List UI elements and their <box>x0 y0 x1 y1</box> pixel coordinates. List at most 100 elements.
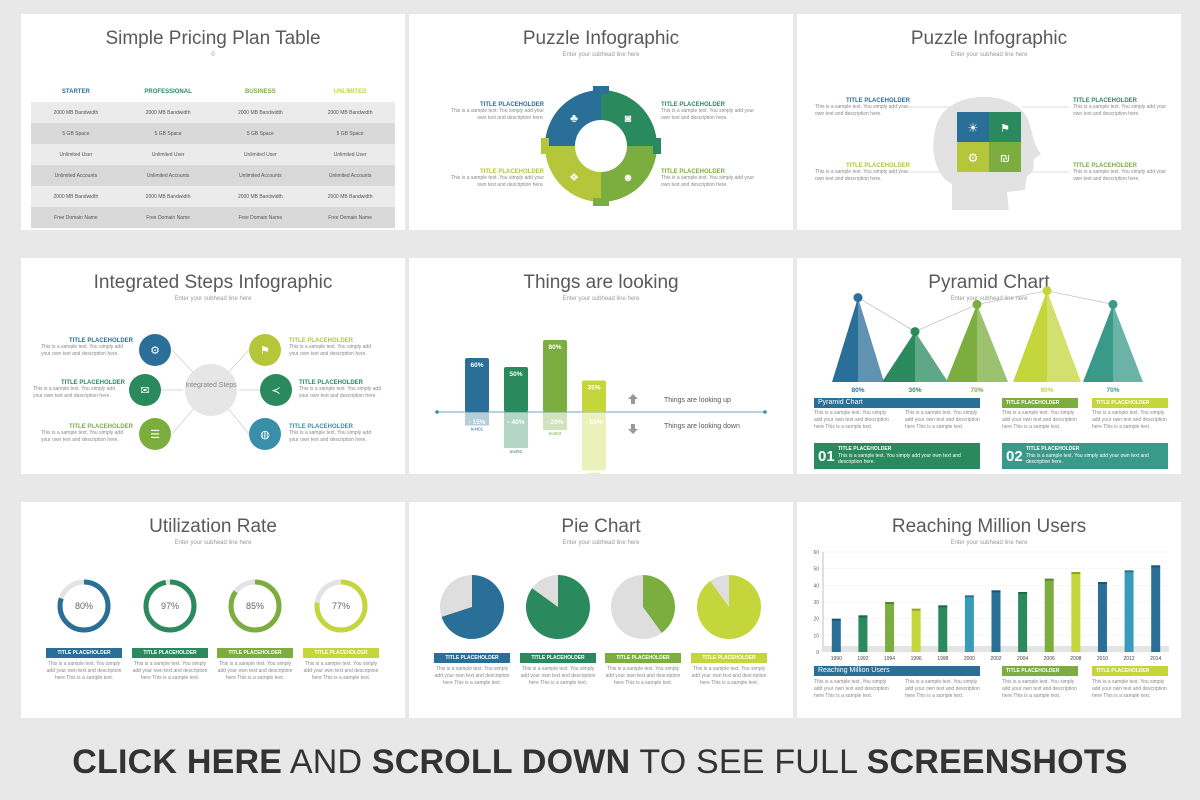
bar-cap <box>1018 592 1028 594</box>
slide-puzzle-gear[interactable]: Puzzle Infographic Enter your subhead li… <box>409 14 793 230</box>
bar-negative <box>582 412 606 471</box>
bar-negative-label: - 15% <box>469 419 486 426</box>
bar-cap <box>1097 582 1107 584</box>
banner-scroll-down: SCROLL DOWN <box>371 743 631 781</box>
reach-head-bar: Reaching Million Users <box>814 666 980 676</box>
bar-negative <box>504 412 528 448</box>
pyramid-tip-dot <box>853 293 863 303</box>
placeholder-title: TITLE PLACEHOLDER <box>661 102 725 108</box>
table-cell: Unlimited User <box>120 144 216 165</box>
column-header: PROFESSIONAL <box>144 89 192 95</box>
camera-icon: ◙ <box>625 113 632 125</box>
placeholder-title-bar: TITLE PLACEHOLDER <box>132 648 208 658</box>
placeholder-title: TITLE PLACEHOLDER <box>661 169 725 175</box>
banner-screenshots: SCREENSHOTS <box>866 743 1128 781</box>
bar-cap <box>964 595 974 598</box>
lightbulb-icon: ☀ <box>968 121 979 135</box>
box-title: TITLE PLACEHOLDER <box>1026 446 1080 452</box>
ring-value-label: 97% <box>161 601 179 611</box>
y-tick-label: 0 <box>816 650 819 656</box>
slide-subhead: Enter your subhead line here <box>950 296 1028 302</box>
category-label: text04 <box>588 472 601 475</box>
bar <box>1151 565 1161 652</box>
slide-subhead: Enter your subhead line here <box>174 540 252 546</box>
pyramid-value-label: 30% <box>908 387 921 394</box>
stack-icon: ☰ <box>150 429 160 441</box>
placeholder-desc: This is a sample text. You simply add yo… <box>41 344 123 357</box>
baseline-dot <box>763 410 767 414</box>
head-text-top-left: TITLE PLACEHOLDER This is a sample text.… <box>815 98 910 118</box>
share-icon: ≺ <box>271 385 280 397</box>
pyramid-head-bar: Pyramid Chart <box>814 398 980 408</box>
slide-utilization-rate[interactable]: Utilization Rate Enter your subhead line… <box>21 502 405 718</box>
steps-text-3: TITLE PLACEHOLDER This is a sample text.… <box>41 424 133 444</box>
bar-positive <box>504 367 528 412</box>
bar <box>911 608 921 652</box>
slide-integrated-steps[interactable]: Integrated Steps Infographic Enter your … <box>21 258 405 474</box>
bottom-banner-link[interactable]: CLICK HERE AND SCROLL DOWN TO SEE FULL S… <box>0 732 1200 792</box>
x-tick-label: 1998 <box>937 656 948 662</box>
pyramid-face-left <box>832 297 858 382</box>
slide-puzzle-head[interactable]: Puzzle Infographic Enter your subhead li… <box>797 14 1181 230</box>
pyramid-face-right <box>1113 304 1143 382</box>
table-cell: Free Domain Name <box>120 207 216 228</box>
placeholder-title-bar: TITLE PLACEHOLDER <box>46 648 122 658</box>
placeholder-desc: This is a sample text. You simply add yo… <box>303 661 379 681</box>
pyramid-desc-3: This is a sample text. You simply add yo… <box>1002 410 1077 430</box>
slide-title: Reaching Million Users <box>891 516 1087 537</box>
table-cell: 2000 MB Bandwidth <box>305 186 395 207</box>
x-tick-label: 2014 <box>1150 656 1161 662</box>
steps-center-label: Integrated Steps <box>185 382 237 389</box>
bar-cap <box>885 602 895 604</box>
dropbox-icon: ❖ <box>569 172 579 184</box>
y-tick-label: 60 <box>813 550 819 556</box>
pyramid-face-left <box>1083 304 1113 382</box>
pyramid-face-left <box>946 304 977 382</box>
pyramid-face-right <box>915 331 948 382</box>
placeholder-title: TITLE PLACEHOLDER <box>289 424 353 430</box>
slide-things-are-looking[interactable]: Things are looking Enter your subhead li… <box>409 258 793 474</box>
reach-desc-2: This is a sample text. You simply add yo… <box>905 679 980 699</box>
placeholder-title: TITLE PLACEHOLDER <box>1073 98 1137 104</box>
table-cell: Free Domain Name <box>31 207 121 228</box>
slide-pyramid-chart[interactable]: Pyramid Chart Enter your subhead line he… <box>797 258 1181 474</box>
placeholder-title-bar: TITLE PLACEHOLDER <box>217 648 293 658</box>
bar-value-label: 35% <box>587 385 600 392</box>
box-desc: This is a sample text. You simply add yo… <box>838 453 961 465</box>
placeholder-desc: This is a sample text. You simply add yo… <box>605 666 681 686</box>
looking-up-label: Things are looking up <box>664 397 731 404</box>
pyramid-box-01: 01 TITLE PLACEHOLDER This is a sample te… <box>814 443 980 469</box>
banner-and: AND <box>282 743 372 781</box>
puzzle-text-top-right: TITLE PLACEHOLDER This is a sample text.… <box>661 102 756 122</box>
ring-progress <box>143 579 197 633</box>
slide-title: Pie Chart <box>561 516 641 537</box>
x-tick-label: 2000 <box>964 656 975 662</box>
placeholder-title: TITLE PLACEHOLDER <box>61 380 125 386</box>
slide-title: Simple Pricing Plan Table <box>105 28 321 49</box>
x-tick-label: 1992 <box>857 656 868 662</box>
table-cell: 2000 MB Bandwidth <box>215 102 306 123</box>
bar-negative-label: - 65% <box>586 419 603 426</box>
looking-down-label: Things are looking down <box>664 423 740 430</box>
pyramid-face-left <box>882 331 915 382</box>
slide-subhead: Enter your subhead line here <box>562 52 640 58</box>
placeholder-title: TITLE PLACEHOLDER <box>69 338 133 344</box>
bar-negative-label: - 40% <box>508 419 525 426</box>
bar-negative <box>465 412 489 426</box>
x-tick-label: 1990 <box>831 656 842 662</box>
placeholder-desc: This is a sample text. You simply add yo… <box>434 666 510 686</box>
placeholder-title: TITLE PLACEHOLDER <box>1073 163 1137 169</box>
placeholder-desc: This is a sample text. You simply add yo… <box>41 430 123 443</box>
table-cell: Unlimited Accounts <box>31 165 121 186</box>
bar <box>991 590 1001 652</box>
table-cell: Unlimited User <box>215 144 306 165</box>
slide-reaching-million-users[interactable]: Reaching Million Users Enter your subhea… <box>797 502 1181 718</box>
placeholder-desc: This is a sample text. You simply add yo… <box>450 175 544 188</box>
table-cell: 5 GB Space <box>215 123 306 144</box>
y-tick-label: 50 <box>813 567 819 573</box>
users-icon: ☻ <box>622 172 634 184</box>
column-header: STARTER <box>61 89 90 95</box>
slide-pie-chart[interactable]: Pie Chart Enter your subhead line here T… <box>409 502 793 718</box>
